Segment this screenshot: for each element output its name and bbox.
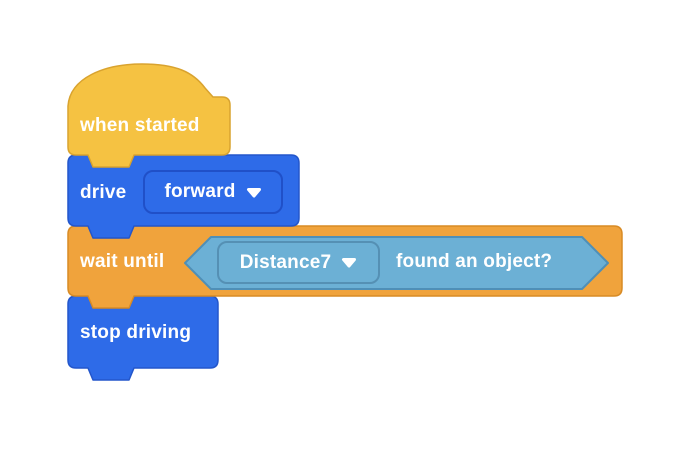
drive-label: drive xyxy=(80,182,127,203)
when-started-hat-block[interactable] xyxy=(66,62,236,172)
stop-driving-label: stop driving xyxy=(80,322,192,343)
distance-sensor-dropdown[interactable]: Distance7 xyxy=(217,241,380,284)
drive-direction-dropdown[interactable]: forward xyxy=(143,170,283,214)
dropdown-caret-icon xyxy=(246,187,261,197)
wait-until-label: wait until xyxy=(80,251,165,272)
boolean-hexagon-shape xyxy=(184,236,609,290)
when-started-label: when started xyxy=(80,115,200,136)
distance-sensor-value: Distance7 xyxy=(239,251,332,273)
stop-driving-block[interactable] xyxy=(66,294,224,386)
drive-direction-value: forward xyxy=(164,181,236,202)
stop-driving-block-shape xyxy=(67,295,219,381)
found-an-object-label: found an object? xyxy=(396,251,553,272)
distance-found-object-boolean[interactable] xyxy=(183,234,611,292)
when-started-hat-shape xyxy=(67,63,231,168)
drive-block-shape xyxy=(67,154,300,239)
drive-block[interactable] xyxy=(66,153,302,243)
dropdown-caret-icon xyxy=(342,258,357,268)
